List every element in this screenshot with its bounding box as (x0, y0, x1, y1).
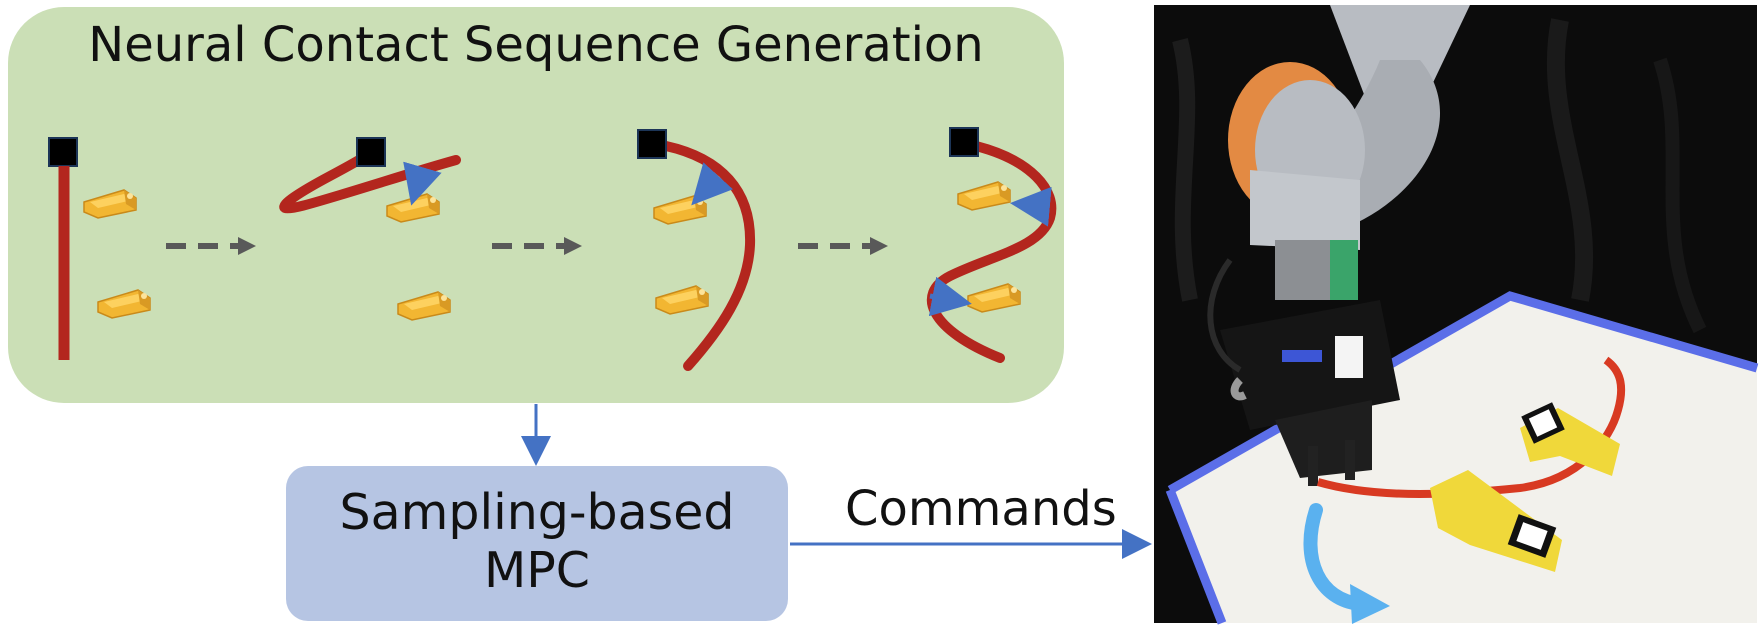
obstacle-icon (967, 283, 1021, 313)
gripper-icon (356, 137, 386, 167)
rope-line (279, 147, 461, 214)
obstacle-icon (83, 189, 137, 219)
obstacle-icon (97, 289, 151, 319)
obstacle-icon (386, 193, 440, 223)
commands-label: Commands (845, 481, 1117, 537)
dashed-arrow-icon (492, 237, 582, 255)
contact-arrow-icon (928, 276, 972, 317)
obstacle-icon (397, 291, 451, 321)
contact-arrow-icon (1010, 186, 1052, 227)
panel-title: Neural Contact Sequence Generation (88, 17, 984, 73)
robot-arm-photo (1154, 5, 1759, 625)
rope-line (661, 141, 756, 371)
gripper-icon (48, 137, 78, 167)
mpc-label: Sampling-based MPC (286, 484, 788, 600)
step-3 (637, 129, 756, 371)
contact-sequence-panel (8, 7, 1064, 403)
gripper-icon (637, 129, 667, 159)
mpc-label-line2: MPC (483, 542, 591, 599)
step-2 (279, 137, 461, 321)
obstacle-icon (653, 195, 707, 225)
obstacle-icon (655, 285, 709, 315)
step-1 (48, 137, 151, 360)
mpc-label-line1: Sampling-based (339, 484, 735, 541)
contact-arrow-icon (403, 161, 442, 206)
gripper-icon (949, 127, 979, 157)
obstacle-icon (957, 181, 1011, 211)
mpc-box (286, 466, 788, 621)
dashed-arrow-icon (798, 237, 888, 255)
dashed-arrow-icon (166, 237, 256, 255)
contact-arrow-icon (691, 162, 733, 206)
rope-line (927, 141, 1057, 363)
step-4 (927, 127, 1057, 363)
